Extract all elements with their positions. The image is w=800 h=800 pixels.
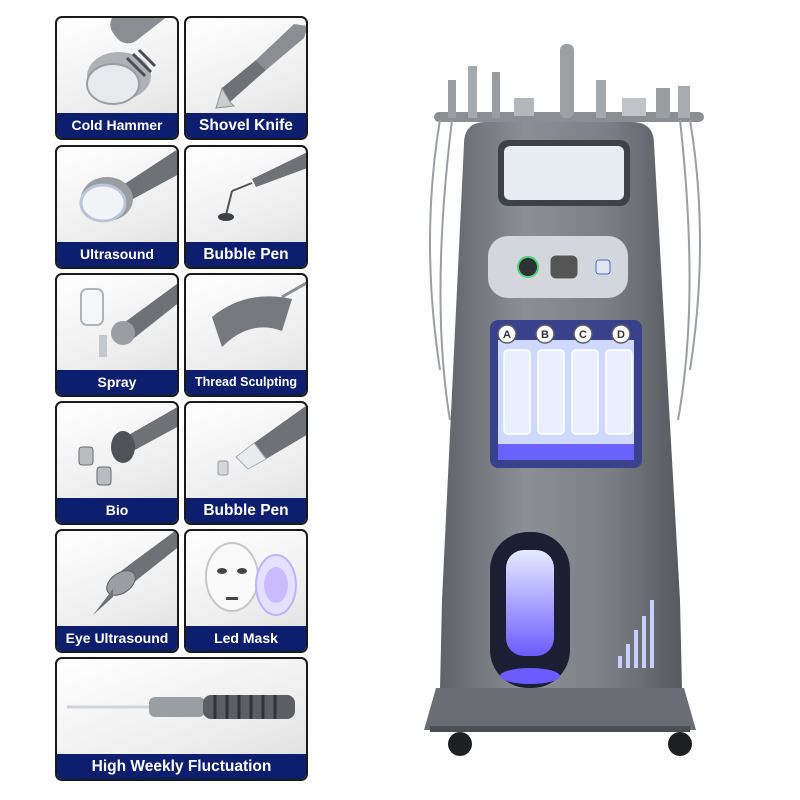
attachment-card-thread-sculpting: Thread Sculpting xyxy=(184,273,308,397)
attachment-card-led-mask: Led Mask xyxy=(184,529,308,653)
spray-icon xyxy=(80,283,177,357)
attachment-card-cold-hammer: Cold Hammer xyxy=(55,16,179,140)
attachment-card-bio: Bio xyxy=(55,401,179,525)
led-mask-icon xyxy=(205,542,297,616)
hydrafacial-machine: A B C D xyxy=(424,44,704,756)
bottle-label-a: A xyxy=(503,329,511,341)
power-button[interactable] xyxy=(517,256,539,278)
bottle-label-d: D xyxy=(617,329,625,341)
bubble-pen-icon xyxy=(218,152,306,221)
attachment-label: Bubble Pen xyxy=(186,242,306,267)
water-tank xyxy=(506,550,554,656)
high-frequency-wand-icon xyxy=(67,695,295,719)
bottle-label-b: B xyxy=(541,329,549,341)
attachment-card-high-weekly-fluctuation: High Weekly Fluctuation xyxy=(55,657,308,781)
wheels xyxy=(448,732,692,756)
bio-icon xyxy=(78,407,177,486)
attachment-card-bubble-pen: Bubble Pen xyxy=(184,145,308,269)
bubble-pen-tip-icon xyxy=(217,405,306,476)
attachment-label: Eye Ultrasound xyxy=(57,626,177,651)
signal-indicator xyxy=(618,600,654,668)
attachment-card-shovel-knife: Shovel Knife xyxy=(184,16,308,140)
attachment-card-spray: Spray xyxy=(55,273,179,397)
handpiece-rack xyxy=(434,44,704,122)
control-dial[interactable] xyxy=(549,254,579,280)
attachment-card-eye-ultrasound: Eye Ultrasound xyxy=(55,529,179,653)
display-screen[interactable] xyxy=(504,146,624,200)
hoses xyxy=(429,119,701,421)
thread-sculpting-icon xyxy=(212,281,306,347)
shovel-knife-icon xyxy=(215,24,306,109)
bottle-badges: A B C D xyxy=(497,324,631,344)
attachment-label: Cold Hammer xyxy=(57,113,177,138)
attachment-label: Bio xyxy=(57,498,177,523)
attachment-card-bubble-pen-tip: Bubble Pen xyxy=(184,401,308,525)
attachment-label: Thread Sculpting xyxy=(186,370,306,395)
attachment-label: Spray xyxy=(57,370,177,395)
attachment-card-ultrasound: Ultrasound xyxy=(55,145,179,269)
ultrasound-icon xyxy=(79,149,177,223)
attachment-label: High Weekly Fluctuation xyxy=(57,754,306,779)
attachment-label: Bubble Pen xyxy=(186,498,306,523)
attachment-label: Led Mask xyxy=(186,626,306,651)
eye-ultrasound-icon xyxy=(93,531,177,615)
cold-hammer-icon xyxy=(86,18,176,105)
machine-base xyxy=(424,688,696,730)
attachment-label: Ultrasound xyxy=(57,242,177,267)
bottle-label-c: C xyxy=(579,329,587,341)
attachment-label: Shovel Knife xyxy=(186,113,306,138)
mode-button[interactable] xyxy=(595,259,611,275)
